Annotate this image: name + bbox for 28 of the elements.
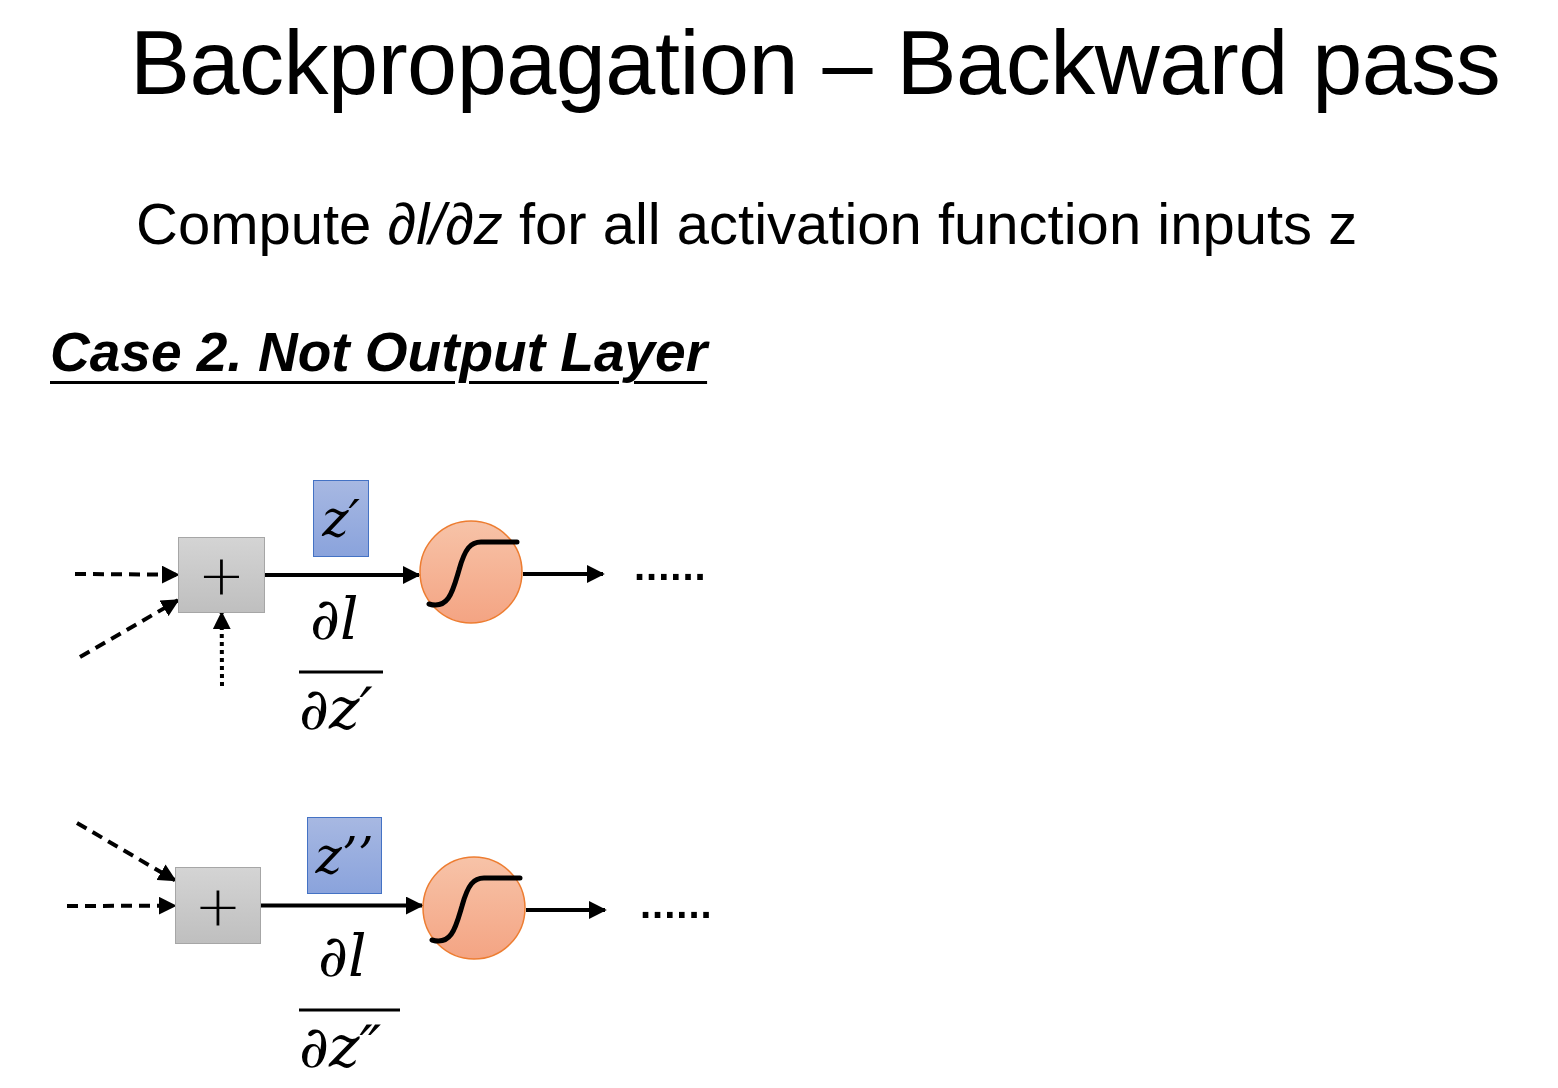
arrow <box>212 611 231 686</box>
fraction-term: ∂l <box>318 927 367 985</box>
input-label-box <box>307 817 382 894</box>
ellipsis: ...... <box>640 882 713 927</box>
activation-neuron <box>419 520 523 624</box>
fraction-term: ∂z′ <box>299 680 373 738</box>
arrow <box>523 565 605 583</box>
sum-box <box>175 867 261 944</box>
arrow <box>265 566 421 584</box>
arrow <box>67 896 177 915</box>
section-heading: Case 2. Not Output Layer <box>50 320 708 384</box>
plus-sign: + <box>194 877 242 934</box>
variable-label: z’’ <box>315 830 374 881</box>
fraction-term: ∂z″ <box>299 1018 382 1076</box>
arrow <box>526 901 607 919</box>
variable-label: z′ <box>322 493 360 544</box>
fraction-term: ∂l <box>310 590 359 648</box>
ellipsis: ...... <box>634 544 707 589</box>
slide-title: Backpropagation – Backward pass <box>130 12 1501 115</box>
activation-neuron <box>422 856 526 960</box>
arrow <box>75 565 180 584</box>
arrow <box>261 896 424 915</box>
plus-sign: + <box>198 547 245 603</box>
arrow <box>76 821 177 883</box>
sum-box <box>178 537 265 613</box>
subtitle: Compute ∂l/∂z for all activation function inputs z <box>136 190 1358 257</box>
arrow <box>79 598 180 659</box>
input-label-box <box>313 480 369 557</box>
